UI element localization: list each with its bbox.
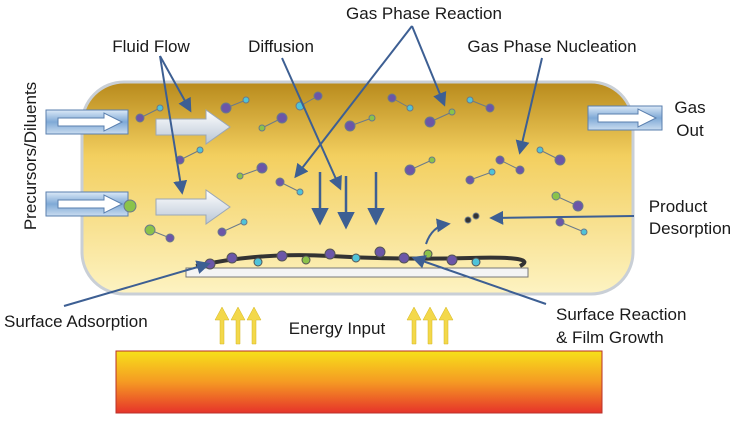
- substrate-plate: [185, 267, 529, 278]
- outlet-pipe: [587, 105, 663, 131]
- pointer-product-desorption: [489, 210, 635, 225]
- pointer-desorption-curve: [425, 218, 451, 245]
- label-diffusion: Diffusion: [248, 37, 314, 56]
- label-surface-reaction-line2: & Film Growth: [556, 328, 664, 347]
- diffusion-arrows: [311, 172, 385, 230]
- label-surface-reaction-line1: Surface Reaction: [556, 305, 686, 324]
- pointer-surface-reaction: [411, 255, 547, 305]
- label-product-desorption-line2: Desorption: [649, 219, 731, 238]
- label-surface-adsorption: Surface Adsorption: [4, 312, 148, 331]
- pointer-fluid-flow-2: [159, 55, 188, 195]
- label-gas-phase-reaction: Gas Phase Reaction: [346, 4, 502, 23]
- energy-arrows: [214, 306, 454, 345]
- label-fluid-flow: Fluid Flow: [112, 37, 190, 56]
- gas-molecules: [123, 91, 588, 243]
- label-gas-out-line1: Gas: [674, 98, 705, 117]
- label-gas-phase-nucleation: Gas Phase Nucleation: [467, 37, 636, 56]
- flow-arrow-upper: [155, 109, 231, 145]
- flow-arrow-lower: [155, 189, 231, 225]
- pointer-diffusion: [281, 57, 342, 191]
- label-product-desorption-line1: Product: [649, 197, 708, 216]
- heater: [115, 350, 603, 414]
- inlet-pipe-lower: [45, 191, 129, 217]
- reactor-chamber: [80, 80, 635, 296]
- pointer-gas-reaction-1: [294, 25, 413, 179]
- pointer-gas-reaction-2: [411, 25, 447, 107]
- pointer-surface-adsorption: [63, 260, 211, 307]
- pointer-lines: [63, 25, 635, 307]
- label-gas-out-line2: Out: [676, 121, 704, 140]
- label-energy-input: Energy Input: [289, 319, 386, 338]
- pointer-fluid-flow-1: [159, 55, 192, 113]
- inlet-pipe-upper: [45, 109, 129, 135]
- pointer-gas-nucleation: [515, 57, 543, 155]
- label-precursors-diluents: Precursors/Diluents: [21, 82, 40, 230]
